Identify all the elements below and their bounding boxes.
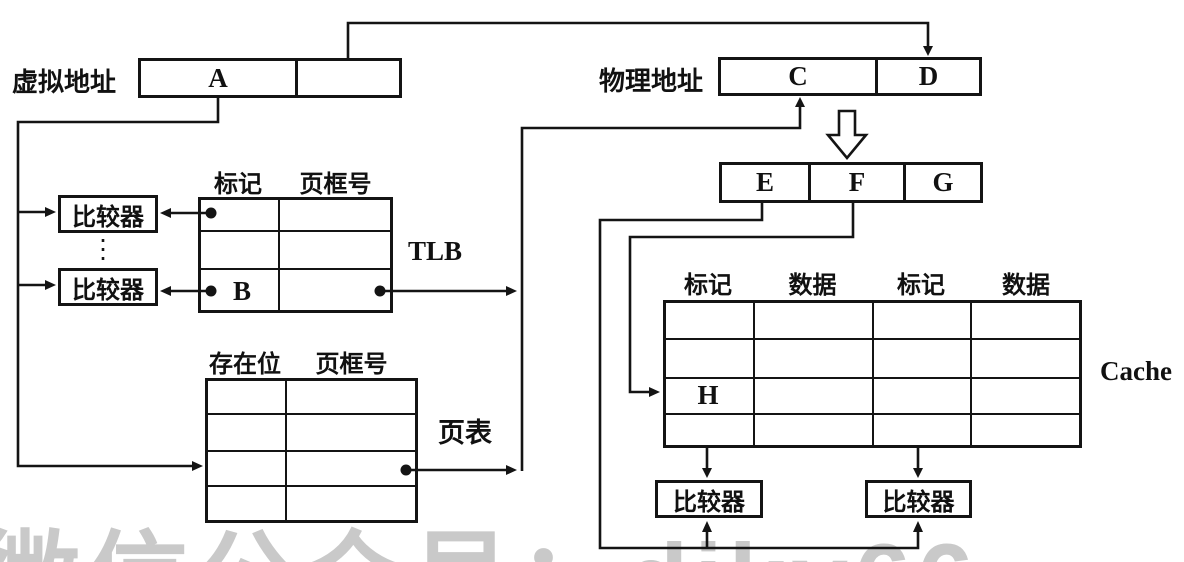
page-table-row-divider [208, 485, 415, 487]
cache-comparator-2: 比较器 [865, 480, 972, 518]
cache-table [663, 300, 1082, 448]
field-letter-e: E [755, 167, 774, 197]
arrowhead-cache-tag2-down [913, 468, 923, 478]
field-letter-c: C [788, 61, 808, 91]
virtual-address-label: 虚拟地址 [12, 67, 117, 97]
field-letter-b: B [232, 275, 251, 306]
tlb-comparator-1: 比较器 [58, 195, 158, 233]
arrowhead-into-page-table [192, 461, 203, 471]
tlb-row-divider [201, 230, 390, 232]
arrowhead-page-table-out [506, 465, 517, 475]
arrowhead-cache-tag1-down [702, 468, 712, 478]
tlb-entry-b: B [212, 270, 272, 312]
cache-entry-h: H [663, 377, 753, 413]
cache-header-tag-2: 标记 [897, 272, 945, 299]
cache-comparator-2-label: 比较器 [882, 488, 955, 516]
cache-column-divider [872, 303, 874, 445]
page-table [205, 378, 418, 523]
tlb-comparator-2-label: 比较器 [72, 276, 144, 304]
field-letter-f: F [848, 167, 866, 197]
cache-index-field: F [808, 162, 906, 203]
cache-header-data-2: 数据 [1002, 272, 1050, 299]
physical-address-frame-field: C [718, 57, 878, 96]
arrowhead-into-c [795, 97, 805, 107]
cache-row-divider [666, 413, 1079, 415]
arrowhead-into-cache-row [649, 387, 660, 397]
tlb-comparator-1-label: 比较器 [72, 203, 144, 231]
tlb-header-frame: 页框号 [299, 171, 372, 198]
cache-comparator-1: 比较器 [655, 480, 763, 518]
field-letter-g: G [932, 167, 954, 197]
page-table-header-present: 存在位 [209, 351, 281, 378]
page-table-label: 页表 [438, 418, 492, 448]
cache-column-divider [970, 303, 972, 445]
cache-comparator-1-label: 比较器 [673, 488, 745, 516]
arrowhead-tagB-comparator [160, 286, 171, 296]
page-table-row-divider [208, 413, 415, 415]
tlb-column-divider [278, 200, 280, 310]
field-letter-a: A [208, 62, 228, 93]
virtual-address-page-field: A [138, 58, 298, 98]
cache-label: Cache [1100, 356, 1172, 386]
cache-tag-field: E [719, 162, 811, 203]
field-letter-h: H [697, 379, 719, 410]
cache-header-tag-1: 标记 [684, 272, 732, 299]
arrowhead-tag1-comparator [160, 208, 171, 218]
wire-va-offset-to-d [346, 21, 930, 58]
arrowhead-into-comparator-1 [45, 207, 56, 217]
physical-address-label: 物理地址 [599, 66, 704, 96]
physical-address-offset-field: D [875, 57, 982, 96]
cache-column-divider [753, 303, 755, 445]
tlb-table [198, 197, 393, 313]
tlb-row-divider [201, 268, 390, 270]
tlb-label: TLB [408, 236, 463, 266]
page-table-row-divider [208, 450, 415, 452]
cache-header-data-1: 数据 [788, 272, 837, 299]
block-arrow-physical-to-split [825, 109, 869, 161]
cache-offset-field: G [903, 162, 983, 203]
tlb-comparator-2: 比较器 [58, 268, 158, 306]
field-letter-d: D [918, 61, 939, 91]
arrowhead-into-comparator-2 [45, 280, 56, 290]
virtual-address-offset-field [295, 58, 402, 98]
arrowhead-into-d [923, 46, 933, 56]
cache-row-divider [666, 338, 1079, 340]
arrowhead-tlb-out [506, 286, 517, 296]
page-table-header-frame: 页框号 [315, 351, 388, 378]
tlb-header-tag: 标记 [214, 171, 262, 198]
watermark-text: 微信公众号：diky66 [0, 498, 980, 562]
